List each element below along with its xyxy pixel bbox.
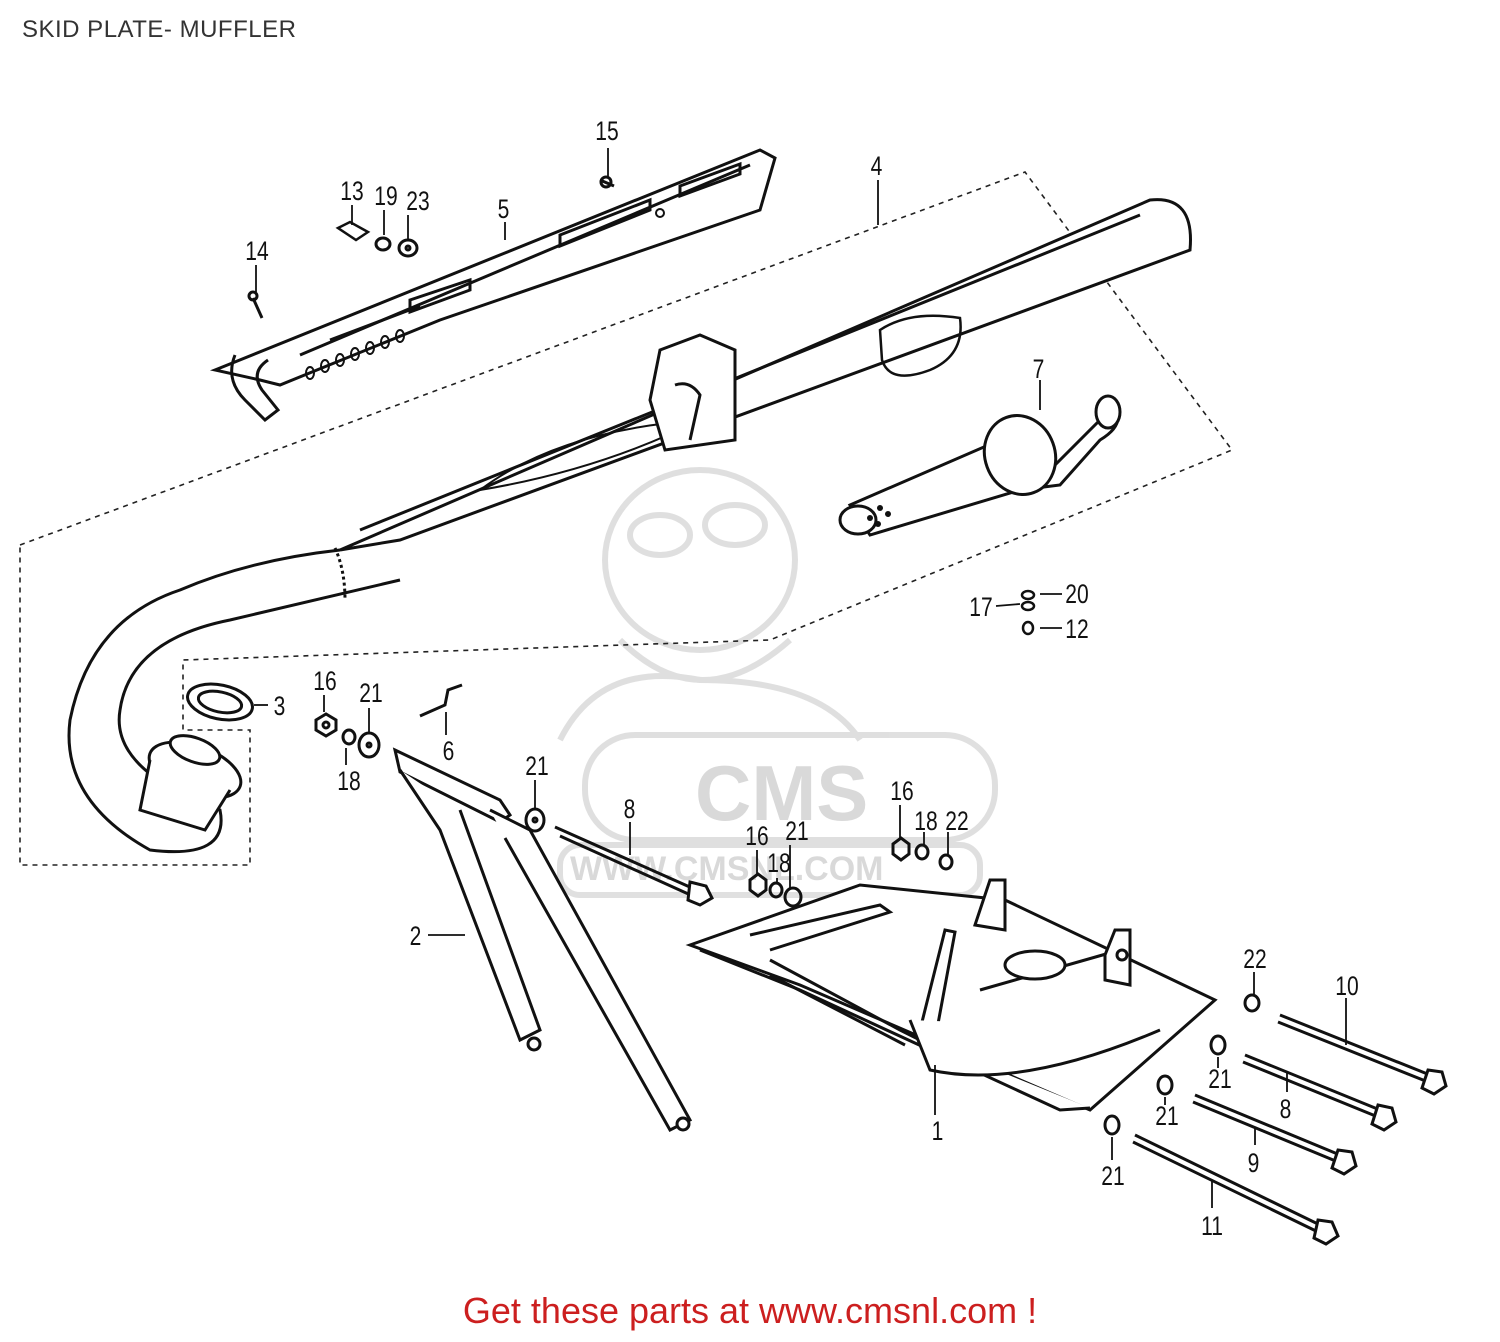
bolt-8-center (554, 825, 714, 907)
cmsnl-watermark (557, 467, 998, 898)
washer-18-right (914, 843, 930, 861)
callout-20: 20 (1065, 580, 1088, 610)
promo-banner: Get these parts at www.cmsnl.com ! (0, 1290, 1500, 1332)
callout-18-right: 18 (914, 807, 937, 837)
callout-3: 3 (274, 692, 286, 722)
washer-21-mid2 (783, 886, 803, 908)
callout-14: 14 (245, 237, 268, 267)
callout-15: 15 (595, 117, 618, 147)
leader-lines (254, 148, 1347, 1208)
screw-15 (599, 175, 615, 189)
bolt-10 (1277, 1013, 1448, 1096)
page-title: SKID PLATE- MUFFLER (22, 16, 297, 43)
callout-16-left: 16 (313, 667, 336, 697)
callout-17: 17 (969, 593, 992, 623)
bracket-6 (419, 683, 463, 718)
callout-4: 4 (871, 152, 883, 182)
frame-bracket-part-2 (392, 747, 693, 1132)
screw-14 (247, 290, 264, 319)
washer-19 (374, 236, 392, 252)
nut-16-left (314, 712, 338, 738)
callout-12: 12 (1065, 615, 1088, 645)
washer-23 (397, 238, 419, 258)
exploded-parts-diagram: CMS WWW.CMSNL.COM (19, 117, 1448, 1246)
callout-21-right-c: 21 (1101, 1162, 1124, 1192)
skid-plate-part-1 (685, 878, 1218, 1112)
exhaust-gasket-part-3 (186, 682, 254, 722)
callout-16-right: 16 (890, 777, 913, 807)
nut-washer-set-17-20-12 (1020, 589, 1036, 636)
callout-22-right: 22 (945, 807, 968, 837)
callout-5: 5 (498, 195, 510, 225)
heat-guard-part-5 (209, 148, 777, 422)
washer-21-right-c (1103, 1114, 1121, 1136)
callout-2: 2 (410, 922, 422, 952)
washer-18-left (341, 728, 357, 746)
callout-18-mid: 18 (767, 849, 790, 879)
callout-11: 11 (1201, 1212, 1223, 1242)
fastener-13 (335, 220, 371, 242)
assembly-outline (19, 171, 1234, 866)
muffler-part-4 (67, 198, 1192, 854)
bolt-11 (1132, 1133, 1340, 1246)
callout-8-center: 8 (624, 795, 636, 825)
callout-6: 6 (443, 737, 455, 767)
callout-21-mid2: 21 (785, 817, 808, 847)
nut-16-mid (748, 872, 768, 898)
callout-22-far-right: 22 (1243, 945, 1266, 975)
callout-23: 23 (406, 187, 429, 217)
washer-21-left (357, 731, 381, 759)
callout-8-right: 8 (1280, 1095, 1292, 1125)
washer-21-mid (524, 807, 546, 833)
washer-21-right-b (1156, 1074, 1174, 1096)
callout-9: 9 (1248, 1149, 1260, 1179)
washer-22-right (938, 853, 954, 871)
promo-prefix: Get these parts at (462, 1290, 760, 1331)
bolt-9 (1192, 1093, 1358, 1176)
callout-21-left: 21 (359, 679, 382, 709)
promo-suffix: ! (1017, 1290, 1038, 1331)
callout-21-right-b: 21 (1155, 1102, 1178, 1132)
nut-16-right (891, 836, 911, 862)
washer-18-mid (768, 881, 784, 899)
washer-22-far-right (1243, 993, 1261, 1013)
washer-21-right-a (1209, 1034, 1227, 1056)
callout-13: 13 (340, 177, 363, 207)
callout-1: 1 (932, 1117, 944, 1147)
callout-16-mid: 16 (745, 822, 768, 852)
baffle-part-7 (838, 394, 1122, 537)
callout-10: 10 (1335, 972, 1358, 1002)
bolt-8-right (1242, 1053, 1398, 1132)
callout-21-mid: 21 (525, 752, 548, 782)
callout-7: 7 (1033, 355, 1045, 385)
callout-18-left: 18 (337, 767, 360, 797)
callout-21-right-a: 21 (1208, 1065, 1231, 1095)
watermark-brand: CMS (695, 749, 868, 837)
exhaust-flange (138, 734, 243, 832)
cmsnl-link[interactable]: www.cmsnl.com (759, 1290, 1018, 1331)
callout-19: 19 (374, 182, 397, 212)
